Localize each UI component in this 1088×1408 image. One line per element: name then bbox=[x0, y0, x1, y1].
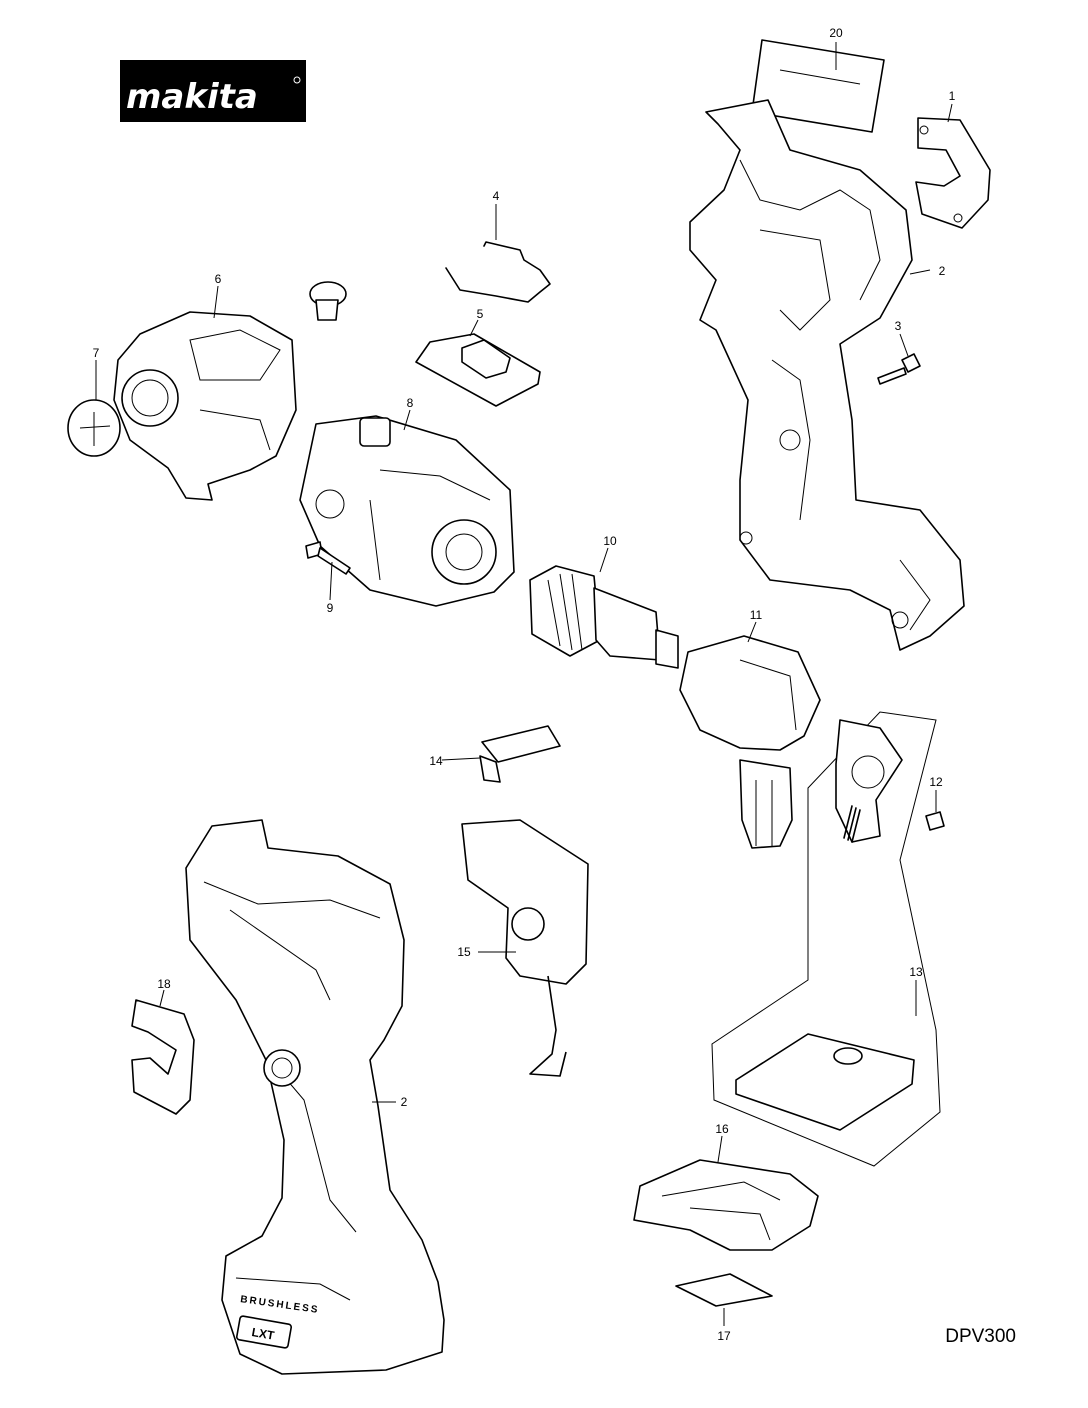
part-1-cover-piece: 1 bbox=[915, 89, 991, 229]
part-3-tapping-screw: 3 bbox=[877, 319, 921, 385]
lxt-badge: LXT bbox=[251, 1325, 276, 1343]
part-2-housing-right: 2 bbox=[689, 99, 965, 651]
logo-text: makita bbox=[126, 77, 258, 117]
part-16-terminal: 16 bbox=[633, 1122, 819, 1251]
part-number-10: 10 bbox=[603, 534, 617, 548]
part-number-5: 5 bbox=[477, 307, 484, 321]
part-number-11: 11 bbox=[750, 608, 763, 622]
part-number-17: 17 bbox=[717, 1329, 731, 1343]
part-number-18: 18 bbox=[157, 977, 171, 991]
part-2-housing-left: BRUSHLESS LXT 2 bbox=[185, 819, 445, 1375]
part-number-4: 4 bbox=[493, 189, 500, 203]
part-11-stator: 11 bbox=[679, 608, 821, 849]
part-18-hook: 18 bbox=[131, 977, 195, 1115]
part-12-screw: 12 bbox=[925, 775, 945, 831]
part-number-1: 1 bbox=[949, 89, 956, 103]
part-number-14: 14 bbox=[429, 754, 443, 768]
part-8-gear-assembly: 8 bbox=[299, 396, 515, 607]
part-15-switch: 15 bbox=[457, 819, 589, 1077]
part-10-rotor: 10 bbox=[529, 534, 679, 669]
part-14-reversing-lever: 14 bbox=[429, 725, 561, 783]
part-6-front-housing: 6 bbox=[113, 272, 297, 501]
part-number-6: 6 bbox=[215, 272, 222, 286]
part-number-12: 12 bbox=[929, 775, 943, 789]
part-number-15: 15 bbox=[457, 945, 471, 959]
part-7-cap: 7 bbox=[67, 346, 121, 457]
part-20-label: 20 bbox=[751, 26, 885, 133]
part-number-9: 9 bbox=[327, 601, 334, 615]
makita-logo: makita bbox=[120, 60, 306, 122]
part-number-7: 7 bbox=[93, 346, 100, 360]
part-number-3: 3 bbox=[895, 319, 902, 333]
part-number-2-top: 2 bbox=[939, 264, 946, 278]
model-number: DPV300 bbox=[945, 1326, 1016, 1347]
part-17-name-plate: 17 bbox=[675, 1273, 773, 1343]
part-small-cap bbox=[309, 281, 347, 321]
part-9-screw: 9 bbox=[305, 541, 351, 615]
part-number-16: 16 bbox=[715, 1122, 729, 1136]
part-4-wire-spring: 4 bbox=[445, 189, 551, 303]
part-5-switch-lever: 5 bbox=[415, 307, 541, 407]
part-number-20: 20 bbox=[829, 26, 843, 40]
part-13-controller-group: 13 bbox=[711, 711, 941, 1167]
part-number-8: 8 bbox=[407, 396, 414, 410]
part-number-2-bottom: 2 bbox=[401, 1095, 408, 1109]
part-number-13: 13 bbox=[909, 965, 923, 979]
